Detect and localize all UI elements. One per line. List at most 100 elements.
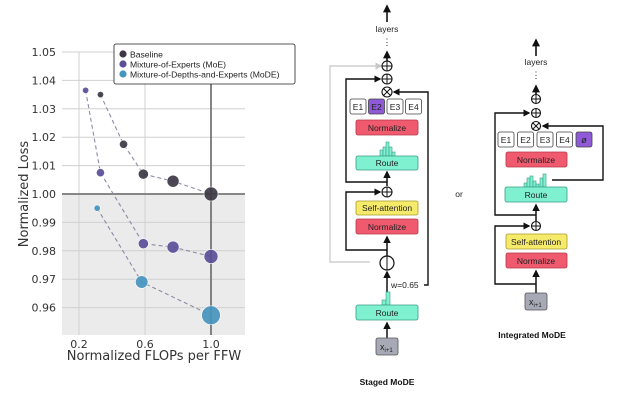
staged-layers-label: layers [376, 24, 399, 34]
x-tick-label: 1.0 [202, 338, 220, 351]
int-input-token [524, 292, 548, 311]
expert-label: E2 [371, 102, 382, 112]
y-axis-label: Normalized Loss [17, 141, 32, 248]
routing-weight-icon [381, 291, 391, 306]
int-expert-label: E4 [559, 135, 570, 145]
data-point-mode [135, 275, 149, 289]
staged-route-bottom [355, 304, 419, 321]
staged-normalize-bottom-label: Normalize [368, 222, 407, 232]
int-add-node-2 [530, 107, 542, 119]
y-tick-label: 1.03 [32, 103, 57, 116]
y-tick-label: 0.98 [32, 245, 57, 258]
expert-e3 [386, 98, 404, 115]
data-point-baseline [166, 174, 180, 188]
weight-label: w=0.65 [390, 280, 419, 290]
y-tick-label: 1.01 [32, 160, 57, 173]
expert-label: E3 [390, 102, 401, 112]
legend-box [113, 43, 296, 85]
int-self-attention-label: Self-attention [511, 237, 561, 247]
y-tick-label: 1.00 [32, 188, 57, 201]
data-point-moe [203, 249, 219, 264]
int-residual-attention [494, 222, 536, 285]
data-point-moe [95, 168, 105, 178]
y-tick-label: 1.05 [32, 46, 57, 59]
staged-normalize-top-label: Normalize [368, 123, 407, 133]
routing-histogram-icon [379, 141, 396, 157]
int-expert-e2 [517, 131, 534, 148]
add-node-2 [381, 73, 393, 85]
staged-self-attention-label: Self-attention [362, 203, 412, 213]
integrated-title: Integrated MoDE [498, 330, 566, 340]
staged-normalize-top [355, 119, 419, 136]
legend-marker-mode [119, 70, 127, 78]
legend-label-mode: Mixture-of-Depths-and-Experts (MoDE) [130, 70, 280, 80]
series-points [82, 86, 221, 325]
int-input-label: xi+1 [529, 297, 542, 309]
int-expert-e3 [536, 131, 554, 148]
y-tick-label: 1.04 [32, 74, 57, 87]
data-point-baseline [119, 139, 129, 149]
data-point-baseline [96, 91, 104, 99]
staged-self-attention [355, 200, 419, 216]
legend-label-baseline: Baseline [130, 50, 163, 60]
int-normalize-bottom-label: Normalize [517, 256, 556, 266]
y-tick-label: 0.99 [32, 216, 57, 229]
null-expert-label: ø [581, 135, 587, 145]
int-normalize-top [505, 151, 568, 168]
staged-route-top-label: Route [376, 158, 399, 168]
x-tick-label: 0.2 [70, 338, 88, 351]
int-residual-moe [494, 109, 536, 216]
int-normalize-top-label: Normalize [517, 155, 556, 165]
staged-input-label: xi+1 [380, 342, 393, 354]
y-tick-label: 1.02 [32, 131, 57, 144]
int-expert-label: E1 [501, 135, 512, 145]
legend-marker-moe [119, 60, 127, 68]
data-point-mode [93, 204, 101, 212]
int-expert-e4 [556, 131, 573, 148]
int-route-label: Route [525, 190, 548, 200]
x-tick-label: 0.6 [136, 338, 154, 351]
staged-normalize-bottom [355, 218, 419, 235]
int-add-node-1 [530, 93, 542, 105]
null-expert [575, 131, 593, 148]
y-tick-label: 0.97 [32, 273, 57, 286]
int-self-attention [505, 233, 568, 250]
staged-input-token [375, 337, 399, 356]
staged-title: Staged MoDE [360, 377, 415, 387]
expert-e1 [349, 98, 367, 115]
data-point-mode [201, 305, 221, 325]
staged-route-bottom-label: Route [376, 308, 399, 318]
expert-e4 [405, 98, 422, 115]
int-add-node-3 [530, 220, 542, 232]
expert-label: E4 [408, 102, 419, 112]
weight-connection [392, 88, 429, 286]
data-point-baseline [203, 186, 219, 202]
multiply-node [381, 86, 393, 98]
data-point-moe [137, 238, 149, 250]
data-point-baseline [137, 168, 149, 180]
expert-e2 [368, 98, 385, 115]
y-tick-label: 0.96 [32, 302, 57, 315]
staged-experts: E1 E2 E3 E4 [349, 98, 422, 115]
or-separator: or [455, 189, 463, 199]
add-node-1 [381, 60, 393, 72]
int-ellipsis: ⋮ [532, 70, 541, 80]
residual-moe [345, 75, 387, 183]
int-routing-histogram-icon [523, 173, 547, 188]
series-line-baseline [99, 94, 212, 195]
y-tick-labels: 0.96 0.97 0.98 0.99 1.00 1.01 1.02 1.03 1.04 1.05 [32, 46, 57, 315]
legend-marker-baseline [119, 50, 127, 58]
expert-label: E1 [353, 102, 364, 112]
residual-attention [345, 188, 387, 251]
data-point-moe [166, 240, 180, 254]
add-node-3 [381, 186, 393, 198]
x-tick-labels: 0.2 0.6 1.0 [70, 338, 220, 351]
int-normalize-bottom [505, 252, 568, 269]
staged-route-top [355, 155, 419, 171]
loss-vs-flops-chart: 0.96 0.97 0.98 0.99 1.00 1.01 1.02 1.03 1.04 1.05… [17, 43, 296, 364]
integrated-layers-label: layers [525, 57, 548, 67]
